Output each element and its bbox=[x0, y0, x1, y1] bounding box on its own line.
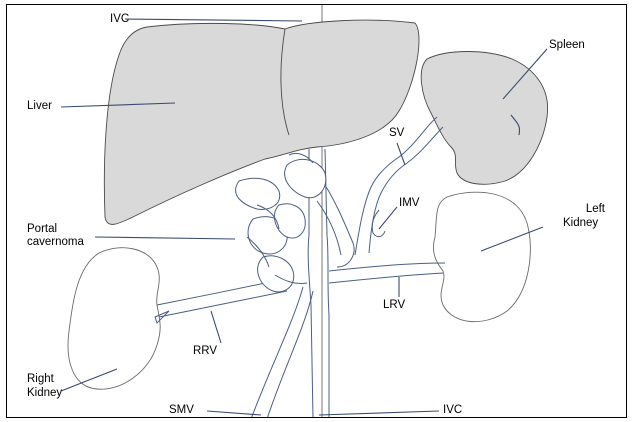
splenic-vein-b bbox=[369, 127, 443, 253]
anatomy-illustration bbox=[7, 5, 627, 418]
label-portal-cavernoma-line2: cavernoma bbox=[27, 236, 84, 249]
label-ivc-bottom: IVC bbox=[443, 404, 462, 417]
label-sv: SV bbox=[389, 127, 404, 140]
ivc-vessel-right bbox=[325, 149, 329, 418]
label-liver: Liver bbox=[27, 100, 52, 113]
spleen-shape bbox=[421, 52, 547, 185]
left-kidney-shape bbox=[433, 192, 530, 322]
label-rrv: RRV bbox=[193, 345, 217, 358]
label-left-kidney-line1: Left bbox=[565, 203, 605, 216]
label-right-kidney-line2: Kidney bbox=[27, 387, 62, 400]
right-renal-vein-b bbox=[159, 291, 287, 317]
label-smv: SMV bbox=[169, 404, 194, 417]
diagram-frame: IVC Liver Spleen SV IMV Portal cavernoma… bbox=[6, 4, 627, 418]
smv-vessel-a bbox=[251, 287, 303, 418]
label-right-kidney-line1: Right bbox=[27, 373, 54, 386]
label-portal-cavernoma-line1: Portal bbox=[27, 223, 57, 236]
label-ivc-top: IVC bbox=[110, 13, 129, 26]
label-lrv: LRV bbox=[383, 299, 405, 312]
portal-cavernoma bbox=[236, 153, 354, 291]
label-spleen: Spleen bbox=[549, 39, 585, 52]
label-left-kidney-line2: Kidney bbox=[563, 217, 598, 230]
label-imv: IMV bbox=[399, 197, 419, 210]
smv-vessel-b bbox=[267, 291, 313, 418]
left-renal-vein-b bbox=[329, 273, 443, 283]
right-kidney-shape bbox=[68, 248, 160, 389]
